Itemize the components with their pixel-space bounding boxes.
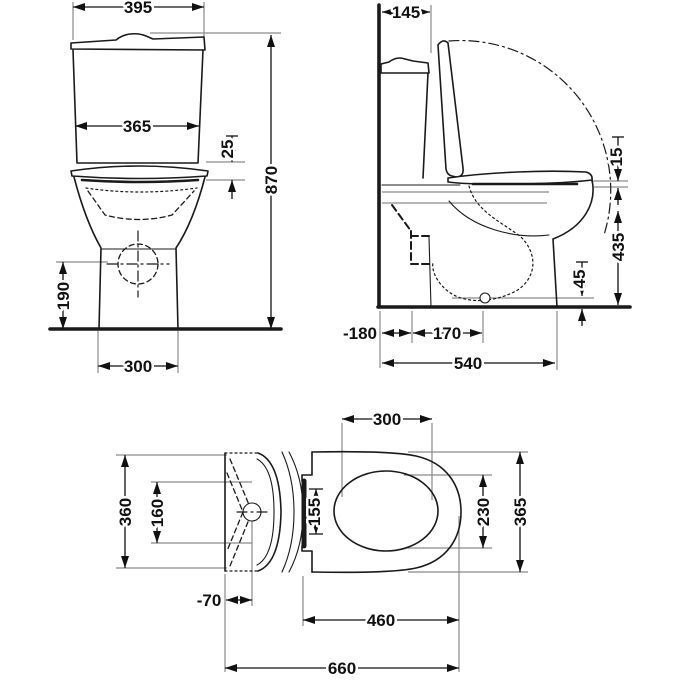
dim-label-25: 25 (218, 140, 237, 159)
outlet-circle (479, 292, 491, 304)
dim-label-45: 45 (570, 270, 589, 289)
ext-25 (206, 161, 245, 181)
top-view: 360 160 -70 155 300 230 365 460 660 (113, 407, 532, 680)
bowl-interior-side (448, 200, 550, 237)
dim-label-360: 360 (116, 498, 135, 526)
cistern-plan-bulge (257, 452, 282, 572)
lid-swing-arc (448, 39, 612, 236)
dim-label-145: 145 (392, 3, 420, 22)
dim-label-180: -180 (343, 324, 377, 343)
ext-70-660 (224, 513, 253, 672)
dim-label-70: -70 (197, 591, 222, 610)
rim-lines-side (382, 191, 549, 204)
dim-label-395: 395 (124, 0, 152, 17)
bowl-inner-hidden (87, 190, 195, 221)
dim-label-230: 230 (474, 498, 493, 526)
bowl-opening-plan (333, 470, 439, 552)
cistern-body-side (422, 72, 429, 179)
ext-15 (591, 180, 628, 188)
dim-label-170: 170 (433, 324, 461, 343)
seat-shadow-front (80, 178, 200, 184)
hinge-arc-2 (288, 451, 304, 573)
dim-label-540: 540 (454, 354, 482, 373)
cistern-plan-dotted-edges (224, 452, 259, 572)
cistern-lid-seam (256, 458, 275, 566)
dim-label-660: 660 (328, 659, 356, 678)
trap-centerlines (106, 230, 170, 298)
dim-label-300-front: 300 (124, 357, 152, 376)
dim-label-435: 435 (609, 233, 628, 261)
bowl-rim-hidden (85, 187, 198, 193)
ext-bottom-side (379, 311, 558, 370)
cistern-lid-side (380, 57, 430, 74)
dim-label-155: 155 (305, 498, 324, 526)
dim-label-365: 365 (123, 117, 151, 136)
ext-360 (116, 454, 227, 569)
dim-label-190: 190 (54, 282, 73, 310)
seat-plan-outline (311, 450, 462, 574)
cistern-lid-front (70, 32, 206, 51)
bowl-profile-side (552, 179, 594, 308)
dim-label-160: 160 (148, 499, 167, 527)
ext-160 (151, 481, 252, 544)
inlet-pipe-hidden (391, 204, 431, 265)
front-view: 395 365 25 870 190 300 (48, 0, 283, 378)
ext-300-top (341, 423, 433, 500)
ext-460 (302, 516, 460, 672)
trapway-hidden (432, 185, 534, 302)
dim-label-460: 460 (367, 611, 395, 630)
seat-lid-raised (437, 40, 464, 178)
dim-label-365-top: 365 (511, 498, 530, 526)
seat-side (447, 170, 593, 185)
ext-365-top (408, 451, 528, 573)
side-view: 145 15 435 45 -180 170 540 (340, 0, 632, 375)
seat-front (70, 165, 209, 180)
bowl-front (73, 176, 206, 330)
pedestal-rear-side (428, 236, 432, 308)
dim-label-15: 15 (607, 148, 626, 167)
dim-label-300-top: 300 (373, 410, 401, 429)
hinge-arc-1 (281, 451, 295, 573)
trap-circle-hidden (117, 243, 159, 285)
seat-plan-left-notch (301, 451, 313, 573)
cistern-hidden-chevron-1 (229, 458, 253, 567)
cistern-body-front (72, 49, 204, 164)
dim-label-870: 870 (262, 166, 281, 194)
